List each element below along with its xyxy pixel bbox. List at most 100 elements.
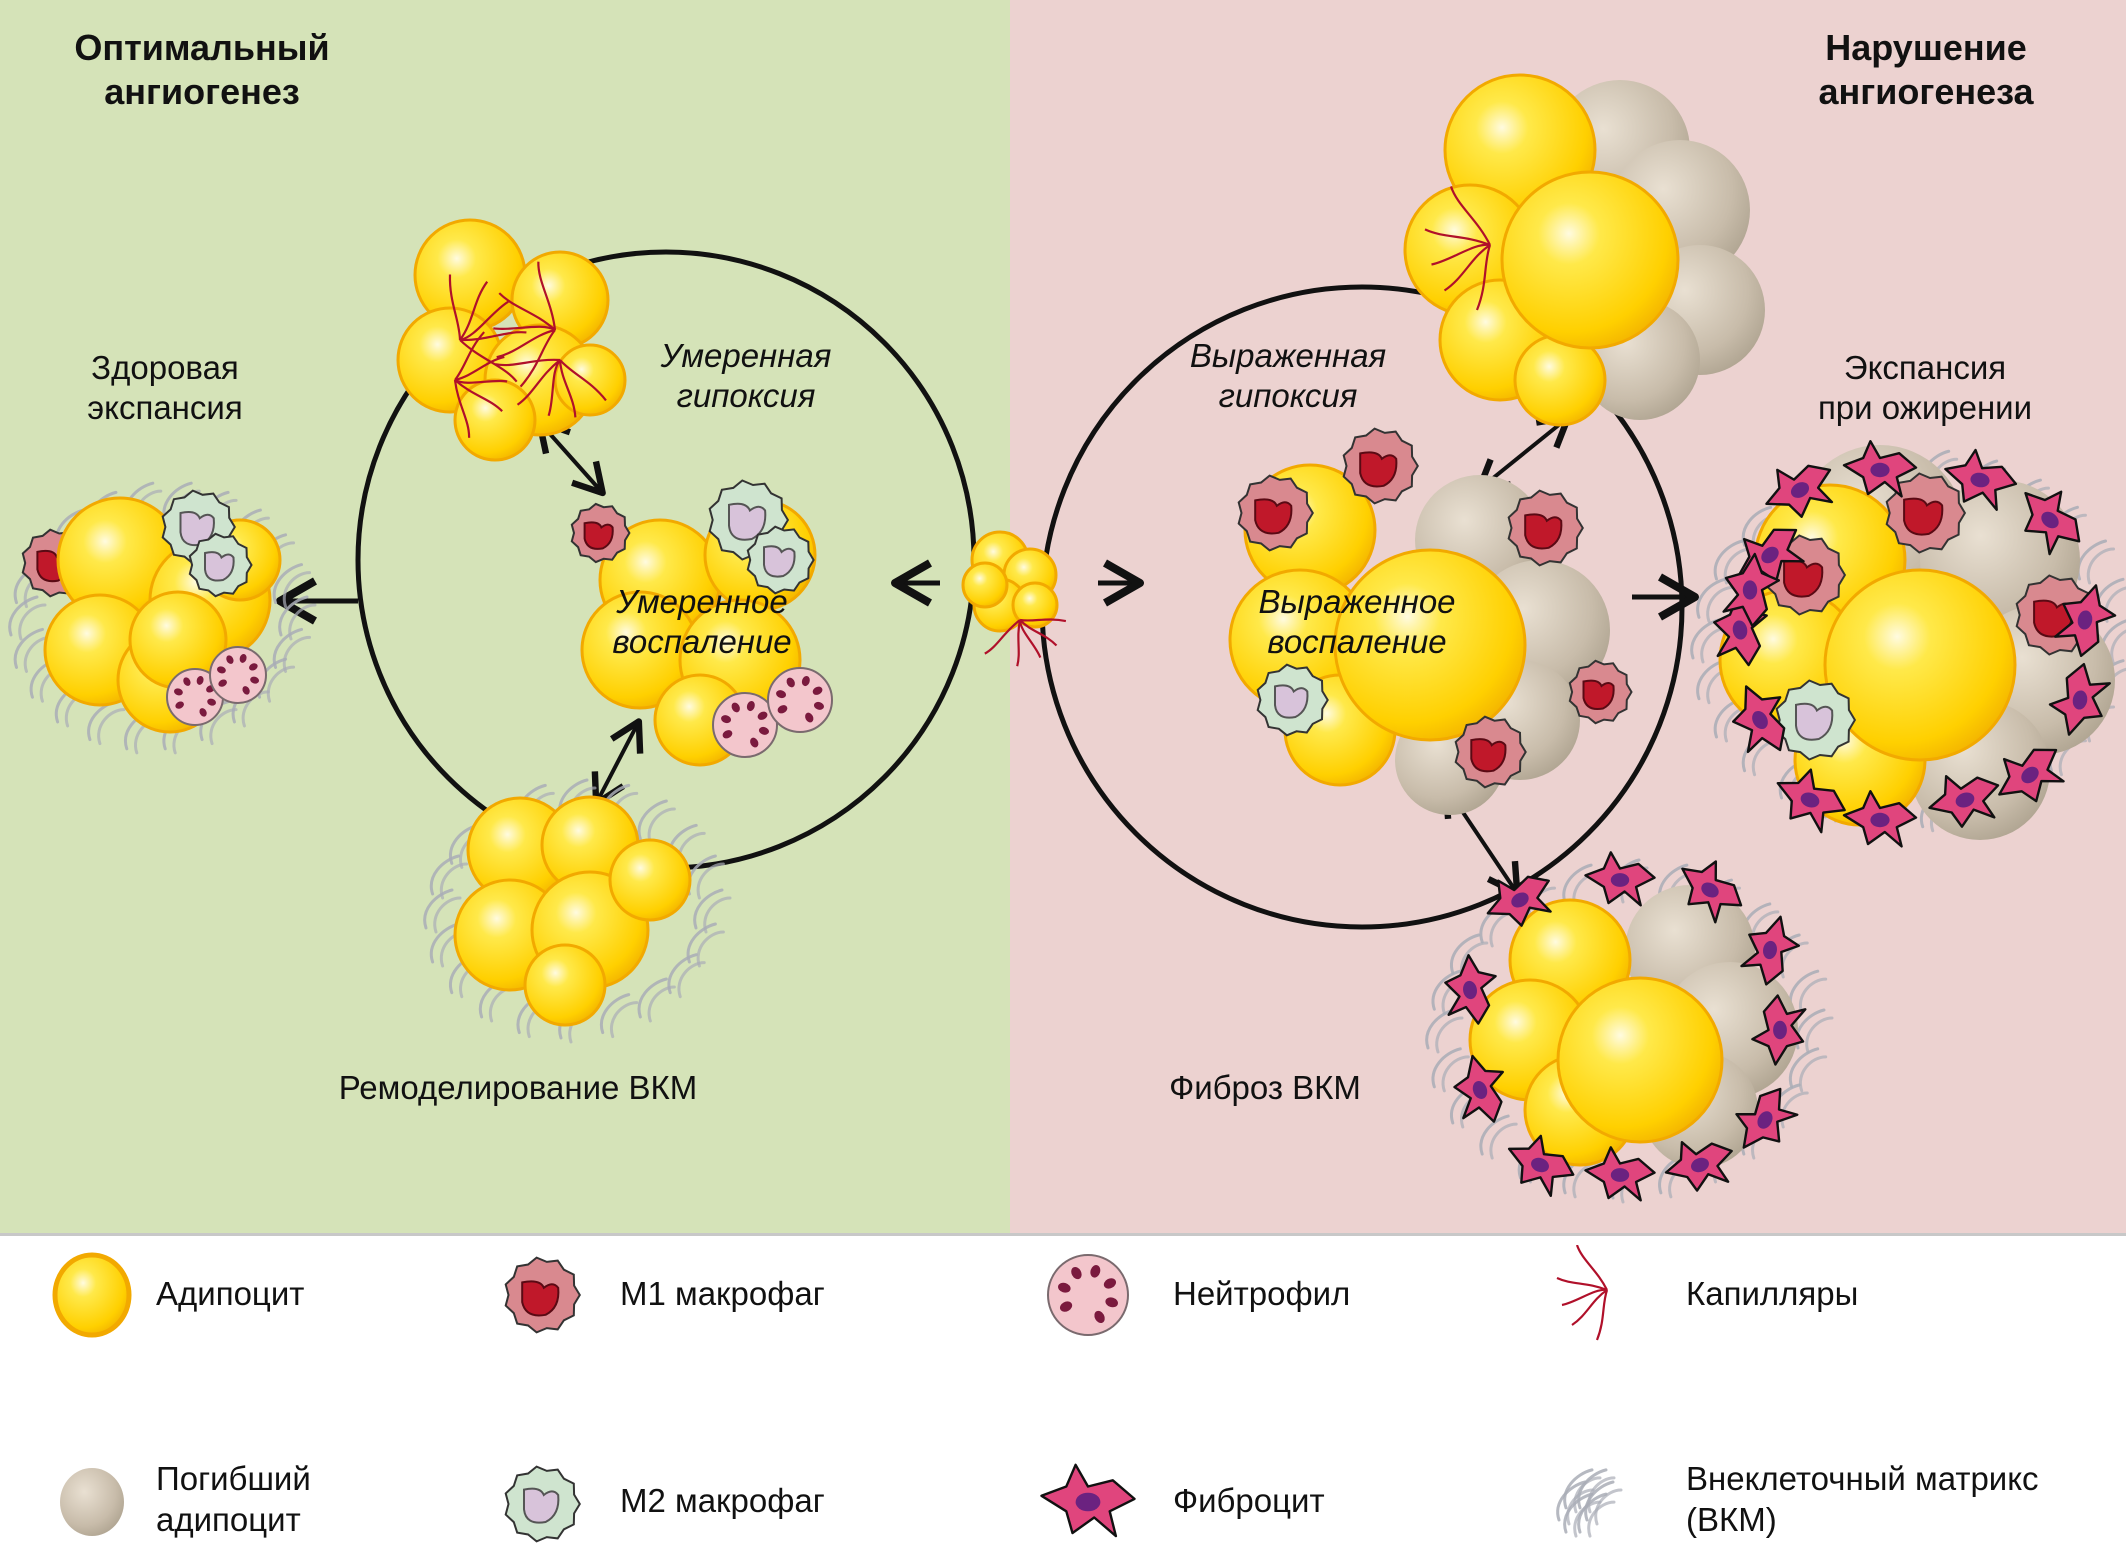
fibrocyte xyxy=(1842,439,1918,498)
initial-adipocyte-cluster xyxy=(961,530,1067,667)
fibrocyte xyxy=(1735,1087,1799,1149)
neutrophil xyxy=(209,646,267,704)
capillaries xyxy=(1556,1244,1609,1341)
legend-label: Фиброцит xyxy=(1173,1482,1325,1519)
moderate-inflammation-cluster xyxy=(570,479,833,767)
fibrocyte xyxy=(1444,954,1497,1025)
m2-macrophage xyxy=(188,532,253,598)
neutrophil xyxy=(1047,1254,1129,1336)
severe-inflammation-cluster xyxy=(1228,427,1633,815)
adipocyte xyxy=(553,343,627,417)
diagram-artwork xyxy=(8,73,2126,1204)
capillaries xyxy=(1424,186,1492,311)
adipocyte xyxy=(523,943,607,1027)
legend-label: Капилляры xyxy=(1686,1275,1859,1312)
m1-macrophage-icon xyxy=(492,1245,592,1350)
moderate-inflammation-label: Умеренное воспаление xyxy=(612,583,792,661)
adipocyte xyxy=(1333,548,1527,742)
obesity-expansion-label: Экспансия при ожирении xyxy=(1817,349,2033,427)
fibrocyte xyxy=(1681,860,1743,924)
fibrocyte xyxy=(1740,915,1800,986)
neutrophil xyxy=(767,667,833,733)
moderate-hypoxia-label: Умеренная гипоксия xyxy=(660,337,832,415)
arrow-inflammation-remodel-left xyxy=(591,718,644,807)
fibrocyte xyxy=(1040,1463,1136,1538)
adipocyte xyxy=(961,561,1009,609)
fibrocyte xyxy=(1765,464,1834,518)
neutrophil-icon xyxy=(1038,1245,1138,1350)
fibrocyte xyxy=(2024,490,2081,556)
legend-label: М2 макрофаг xyxy=(620,1482,825,1519)
adipocyte xyxy=(608,838,692,922)
m1-macrophage xyxy=(1568,659,1633,725)
capillaries xyxy=(448,274,527,383)
capillaries xyxy=(984,618,1067,667)
legend-label: Нейтрофил xyxy=(1173,1275,1351,1312)
m1-macrophage xyxy=(504,1256,581,1334)
m1-macrophage xyxy=(570,502,631,564)
adipocyte xyxy=(1823,568,2017,762)
fibrocyte xyxy=(1507,1134,1575,1198)
fibrocyte xyxy=(1732,685,1786,754)
legend-label: Внеклеточный матрикс(ВКМ) xyxy=(1686,1460,2039,1539)
right-panel-title: Нарушение ангиогенеза xyxy=(1818,27,2034,112)
fibrocyte xyxy=(1928,775,2000,828)
ecm-remodeling-cluster xyxy=(423,778,732,1044)
fibrocyte-icon xyxy=(1038,1452,1138,1557)
moderate-hypoxia-cluster xyxy=(396,218,627,462)
arrow-hypoxia-inflammation-right xyxy=(1475,414,1572,493)
capillaries-icon xyxy=(1537,1244,1637,1350)
adipocyte xyxy=(1556,976,1724,1144)
m1-macrophage xyxy=(1237,474,1314,552)
adipocyte xyxy=(1011,581,1059,629)
severe-hypoxia-label: Выраженная гипоксия xyxy=(1189,337,1387,415)
m2-macrophage xyxy=(1775,679,1857,761)
ecm-fibrosis-label: Фиброз ВКМ xyxy=(1169,1069,1361,1106)
healthy-expansion-label: Здоровая экспансия xyxy=(87,349,243,427)
m1-macrophage xyxy=(1342,427,1419,505)
fibrocyte xyxy=(1713,592,1768,667)
neutrophil xyxy=(712,692,778,758)
legend-divider xyxy=(0,1233,2126,1236)
dead-adipocyte-icon xyxy=(42,1452,142,1557)
ecm-icon xyxy=(1537,1452,1637,1557)
arrow-hypoxia-inflammation-left xyxy=(536,418,606,497)
severe-hypoxia-cluster xyxy=(1403,73,1765,427)
adipocyte-icon xyxy=(42,1245,142,1350)
obesity-expansion-cluster xyxy=(1690,439,2126,848)
legend-label: Адипоцит xyxy=(156,1275,305,1312)
m2-macrophage-icon xyxy=(492,1452,592,1557)
capillaries xyxy=(493,261,557,388)
severe-inflammation-label: Выраженное воспаление xyxy=(1258,583,1456,661)
m1-macrophage xyxy=(1507,489,1584,567)
left-panel-title: Оптимальный ангиогенез xyxy=(74,27,330,112)
fibrocyte xyxy=(1842,789,1918,848)
extracellular-matrix xyxy=(1556,1468,1623,1538)
m2-macrophage xyxy=(1256,663,1329,737)
ecm-fibrosis-cluster xyxy=(1425,851,1834,1204)
fibrocyte xyxy=(1664,1141,1733,1192)
capillaries xyxy=(453,331,508,438)
fibrocyte xyxy=(2048,662,2111,736)
fibrocyte xyxy=(1584,1146,1656,1202)
fibrocyte xyxy=(1998,748,2065,803)
healthy-expansion-cluster xyxy=(8,481,317,755)
capillaries xyxy=(495,358,607,418)
legend-label: М1 макрофаг xyxy=(620,1275,825,1312)
fibrocyte xyxy=(1944,448,2018,511)
fibrocyte xyxy=(2054,584,2117,658)
m1-macrophage xyxy=(1885,472,1967,554)
m2-macrophage xyxy=(504,1465,581,1543)
m2-macrophage xyxy=(746,525,815,595)
fibrocyte xyxy=(1751,994,1807,1066)
fibrocyte xyxy=(1453,1054,1504,1123)
ecm-remodeling-label: Ремоделирование ВКМ xyxy=(338,1069,698,1106)
m1-macrophage xyxy=(1454,715,1527,789)
fibrocyte xyxy=(1776,768,1846,834)
adipocyte xyxy=(1500,170,1680,350)
fibrocyte xyxy=(1486,875,1552,927)
neutrophil xyxy=(166,668,224,726)
fibrocyte xyxy=(1584,851,1656,907)
fibrocyte xyxy=(1722,552,1781,628)
